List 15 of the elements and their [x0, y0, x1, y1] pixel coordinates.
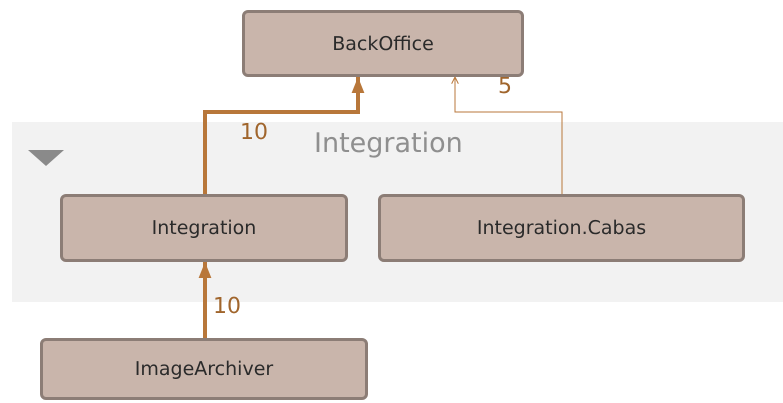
edge-label: 10	[240, 120, 268, 145]
module-name: ImageArchiver	[134, 358, 274, 380]
dependency-arrow	[198, 262, 212, 338]
module-name: Integration.Cabas	[476, 217, 646, 239]
dependency-arrow	[450, 76, 562, 194]
dependency-arrow	[203, 77, 364, 194]
module-box	[40, 338, 368, 400]
edge-label: 10	[213, 294, 241, 319]
group-title: Integration	[314, 128, 463, 159]
module-box	[60, 194, 348, 262]
module-box	[378, 194, 745, 262]
module-name: Integration	[152, 217, 256, 239]
module-box	[242, 10, 524, 77]
edge-label: 5	[498, 74, 512, 99]
module-name: BackOffice	[332, 32, 434, 54]
